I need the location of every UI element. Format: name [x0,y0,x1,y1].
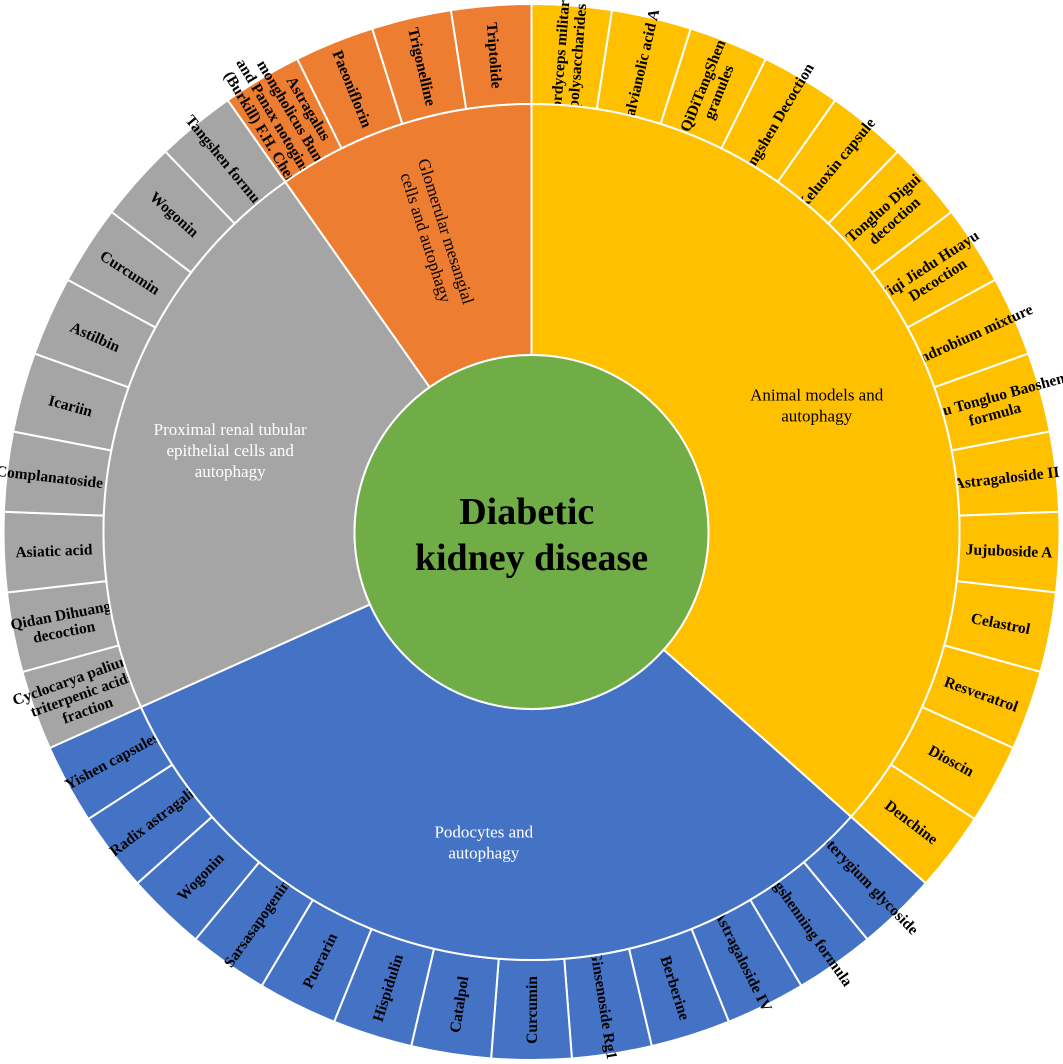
proximal-group-label-line-1: Proximal renal tubular [154,420,307,439]
proximal-group-label: Proximal renal tubular epithelial cells a… [154,420,307,481]
proximal-item-3-label: Asiatic acid [15,541,93,561]
animal-group-label-line-2: autophagy [781,407,852,426]
center-title-line-1: Diabetic [459,491,594,533]
animal-group-label-line-1: Animal models and [750,386,884,405]
mesangial-item-4-label-line-1: Triptolide [483,22,505,89]
center-title-line-2: kidney disease [415,537,648,579]
proximal-item-3-label-line-1: Asiatic acid [15,541,93,561]
animal-item-11-label: Jujuboside A [966,541,1054,561]
podocytes-group-label-line-2: autophagy [448,843,519,862]
mesangial-item-4-label: Triptolide [483,22,505,89]
podocytes-group-label-line-1: Podocytes and [434,822,533,841]
proximal-group-label-line-3: autophagy [195,462,266,481]
proximal-group-label-line-2: epithelial cells and [166,441,294,460]
center-hub: Diabetic kidney disease [353,354,710,710]
animal-item-11-label-line-1: Jujuboside A [966,541,1054,561]
podocytes-group-label: Podocytes and autophagy [434,822,533,862]
animal-group-label: Animal models and autophagy [750,386,884,426]
podocytes-item-6-label-line-1: Curcumin [524,976,541,1044]
center-title: Diabetic kidney disease [415,491,648,579]
center-disc [353,354,710,710]
podocytes-item-6-label: Curcumin [524,976,541,1044]
